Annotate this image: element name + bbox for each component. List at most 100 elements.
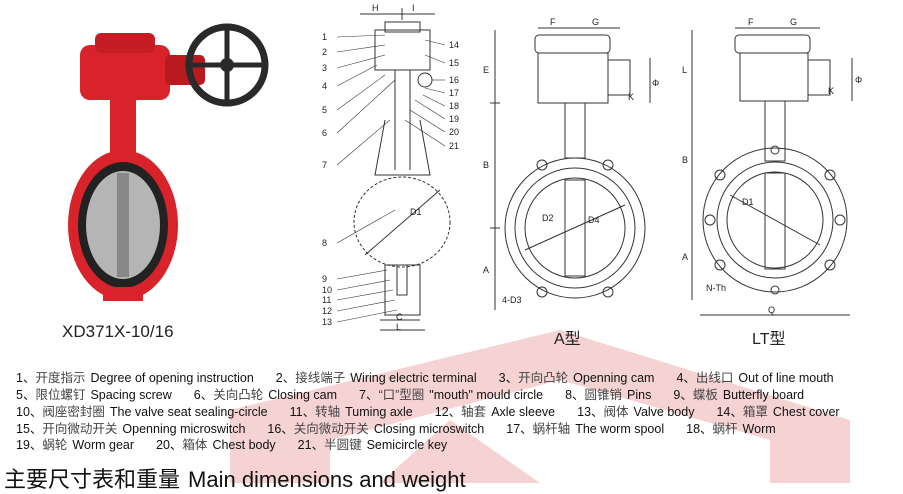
part-number-label: 3	[322, 63, 328, 73]
legend-zh: 接线端子	[295, 371, 346, 385]
a-dim-b: B	[483, 160, 490, 170]
legend-en: "mouth" mould circle	[429, 388, 544, 402]
legend-zh: 开向微动开关	[42, 422, 118, 436]
legend-en: Degree of opening instruction	[90, 371, 254, 385]
legend-zh: 阀座密封圈	[42, 405, 105, 419]
part-number-label: 11	[322, 295, 332, 305]
part-number-label: 18	[449, 101, 460, 111]
legend-en: Valve body	[633, 405, 695, 419]
dim-c: C	[396, 312, 403, 322]
legend-en: Chest cover	[772, 405, 840, 419]
part-number-label: 5	[322, 105, 328, 115]
legend-num: 6、	[193, 388, 214, 402]
legend-en: Openning microswitch	[122, 422, 246, 436]
legend-item: 12、轴套 Axle sleeve	[435, 401, 555, 420]
legend-zh: 出线口	[695, 371, 734, 385]
legend-item: 7、“口”型圈"mouth" mould circle	[359, 384, 543, 403]
a-dim-e: E	[483, 65, 490, 75]
legend-en: The valve seat sealing-circle	[109, 405, 268, 419]
part-number-label: 14	[449, 40, 460, 50]
legend-num: 18、	[686, 422, 713, 436]
legend-zh: 圆锥销	[584, 388, 623, 402]
legend-zh: 开度指示	[35, 371, 86, 385]
section-drawing	[336, 8, 451, 331]
legend-num: 2、	[275, 371, 296, 385]
legend-zh: 蜗杆轴	[532, 422, 571, 436]
part-number-label: 17	[449, 88, 460, 98]
part-number-label: 19	[449, 114, 460, 124]
lt-dim-g: G	[790, 17, 798, 27]
legend-zh: 开向凸轮	[518, 371, 569, 385]
part-number-label: 2	[322, 47, 328, 57]
legend-en: Axle sleeve	[491, 405, 556, 419]
model-caption: XD371X-10/16	[62, 322, 174, 341]
lt-dim-phi: Φ	[855, 75, 863, 85]
section-heading: 主要尺寸表和重量 Main dimensions and weight	[4, 462, 466, 494]
legend-num: 14、	[716, 405, 743, 419]
part-number-label: 16	[449, 75, 460, 85]
a-dim-d2: D2	[542, 213, 554, 223]
part-number-label: 13	[322, 317, 333, 327]
legend-num: 3、	[498, 371, 519, 385]
part-number-label: 21	[449, 141, 460, 151]
legend-num: 5、	[16, 388, 36, 402]
legend-item: 10、阀座密封圈 The valve seat sealing-circle	[16, 401, 268, 420]
legend-item: 16、关向微动开关 Closing microswitch	[267, 418, 484, 437]
part-number-label: 9	[322, 274, 328, 284]
legend-row: 1、开度指示 Degree of opening instruction 2、接线端…	[16, 367, 856, 386]
legend-num: 11、	[289, 405, 316, 419]
lt-dim-q: Q	[768, 305, 776, 315]
legend-zh: 轴套	[461, 405, 487, 419]
legend-en: Pins	[627, 388, 652, 402]
legend-num: 12、	[434, 405, 462, 419]
legend-zh: 关向凸轮	[213, 388, 264, 402]
section-heading-en: Main dimensions and weight	[188, 467, 466, 492]
watermark-logo	[230, 330, 850, 483]
legend-en: Worm	[742, 422, 776, 436]
legend-num: 15、	[16, 422, 43, 436]
legend-en: Closing cam	[268, 388, 338, 402]
part-number-label: 1	[322, 32, 328, 42]
dim-i: I	[412, 3, 415, 13]
legend-item: 6、关向凸轮 Closing cam	[194, 384, 337, 403]
legend-zh: “口”型圈	[378, 388, 425, 402]
lt-dim-l: L	[682, 65, 688, 75]
dim-h: H	[372, 3, 379, 13]
legend-item: 1、开度指示 Degree of opening instruction	[16, 367, 254, 386]
part-number-label: 4	[322, 81, 328, 91]
legend-num: 21、	[297, 438, 325, 452]
legend-num: 9、	[673, 388, 693, 402]
part-number-label: 6	[322, 128, 328, 138]
legend-zh: 限位螺钉	[35, 388, 86, 402]
part-number-label: 20	[449, 127, 460, 137]
legend-num: 1、	[16, 371, 36, 385]
part-number-label: 8	[322, 238, 328, 248]
a-type-caption: A型	[554, 331, 581, 348]
lt-dim-f: F	[748, 17, 754, 27]
legend-num: 4、	[676, 371, 696, 385]
lt-type-caption: LT型	[752, 331, 786, 348]
legend-num: 10、	[16, 405, 43, 419]
dim-d1: D1	[410, 207, 422, 217]
legend-zh: 阀体	[603, 405, 629, 419]
legend-num: 16、	[267, 422, 294, 436]
lt-dim-k: K	[828, 86, 835, 96]
legend-row: 10、阀座密封圈 The valve seat sealing-circle 11、…	[16, 401, 862, 420]
legend-en: Worm gear	[72, 438, 135, 452]
legend-item: 15、开向微动开关 Openning microswitch	[16, 418, 245, 437]
legend-en: Closing microswitch	[373, 422, 485, 436]
part-number-label: 15	[449, 58, 460, 68]
legend-num: 20、	[156, 438, 183, 452]
section-heading-zh: 主要尺寸表和重量	[4, 467, 181, 492]
legend-num: 19、	[16, 438, 43, 452]
legend-zh: 关向微动开关	[293, 422, 369, 436]
legend-row: 15、开向微动开关 Openning microswitch 16、关向微动开关 Cl…	[16, 418, 798, 437]
